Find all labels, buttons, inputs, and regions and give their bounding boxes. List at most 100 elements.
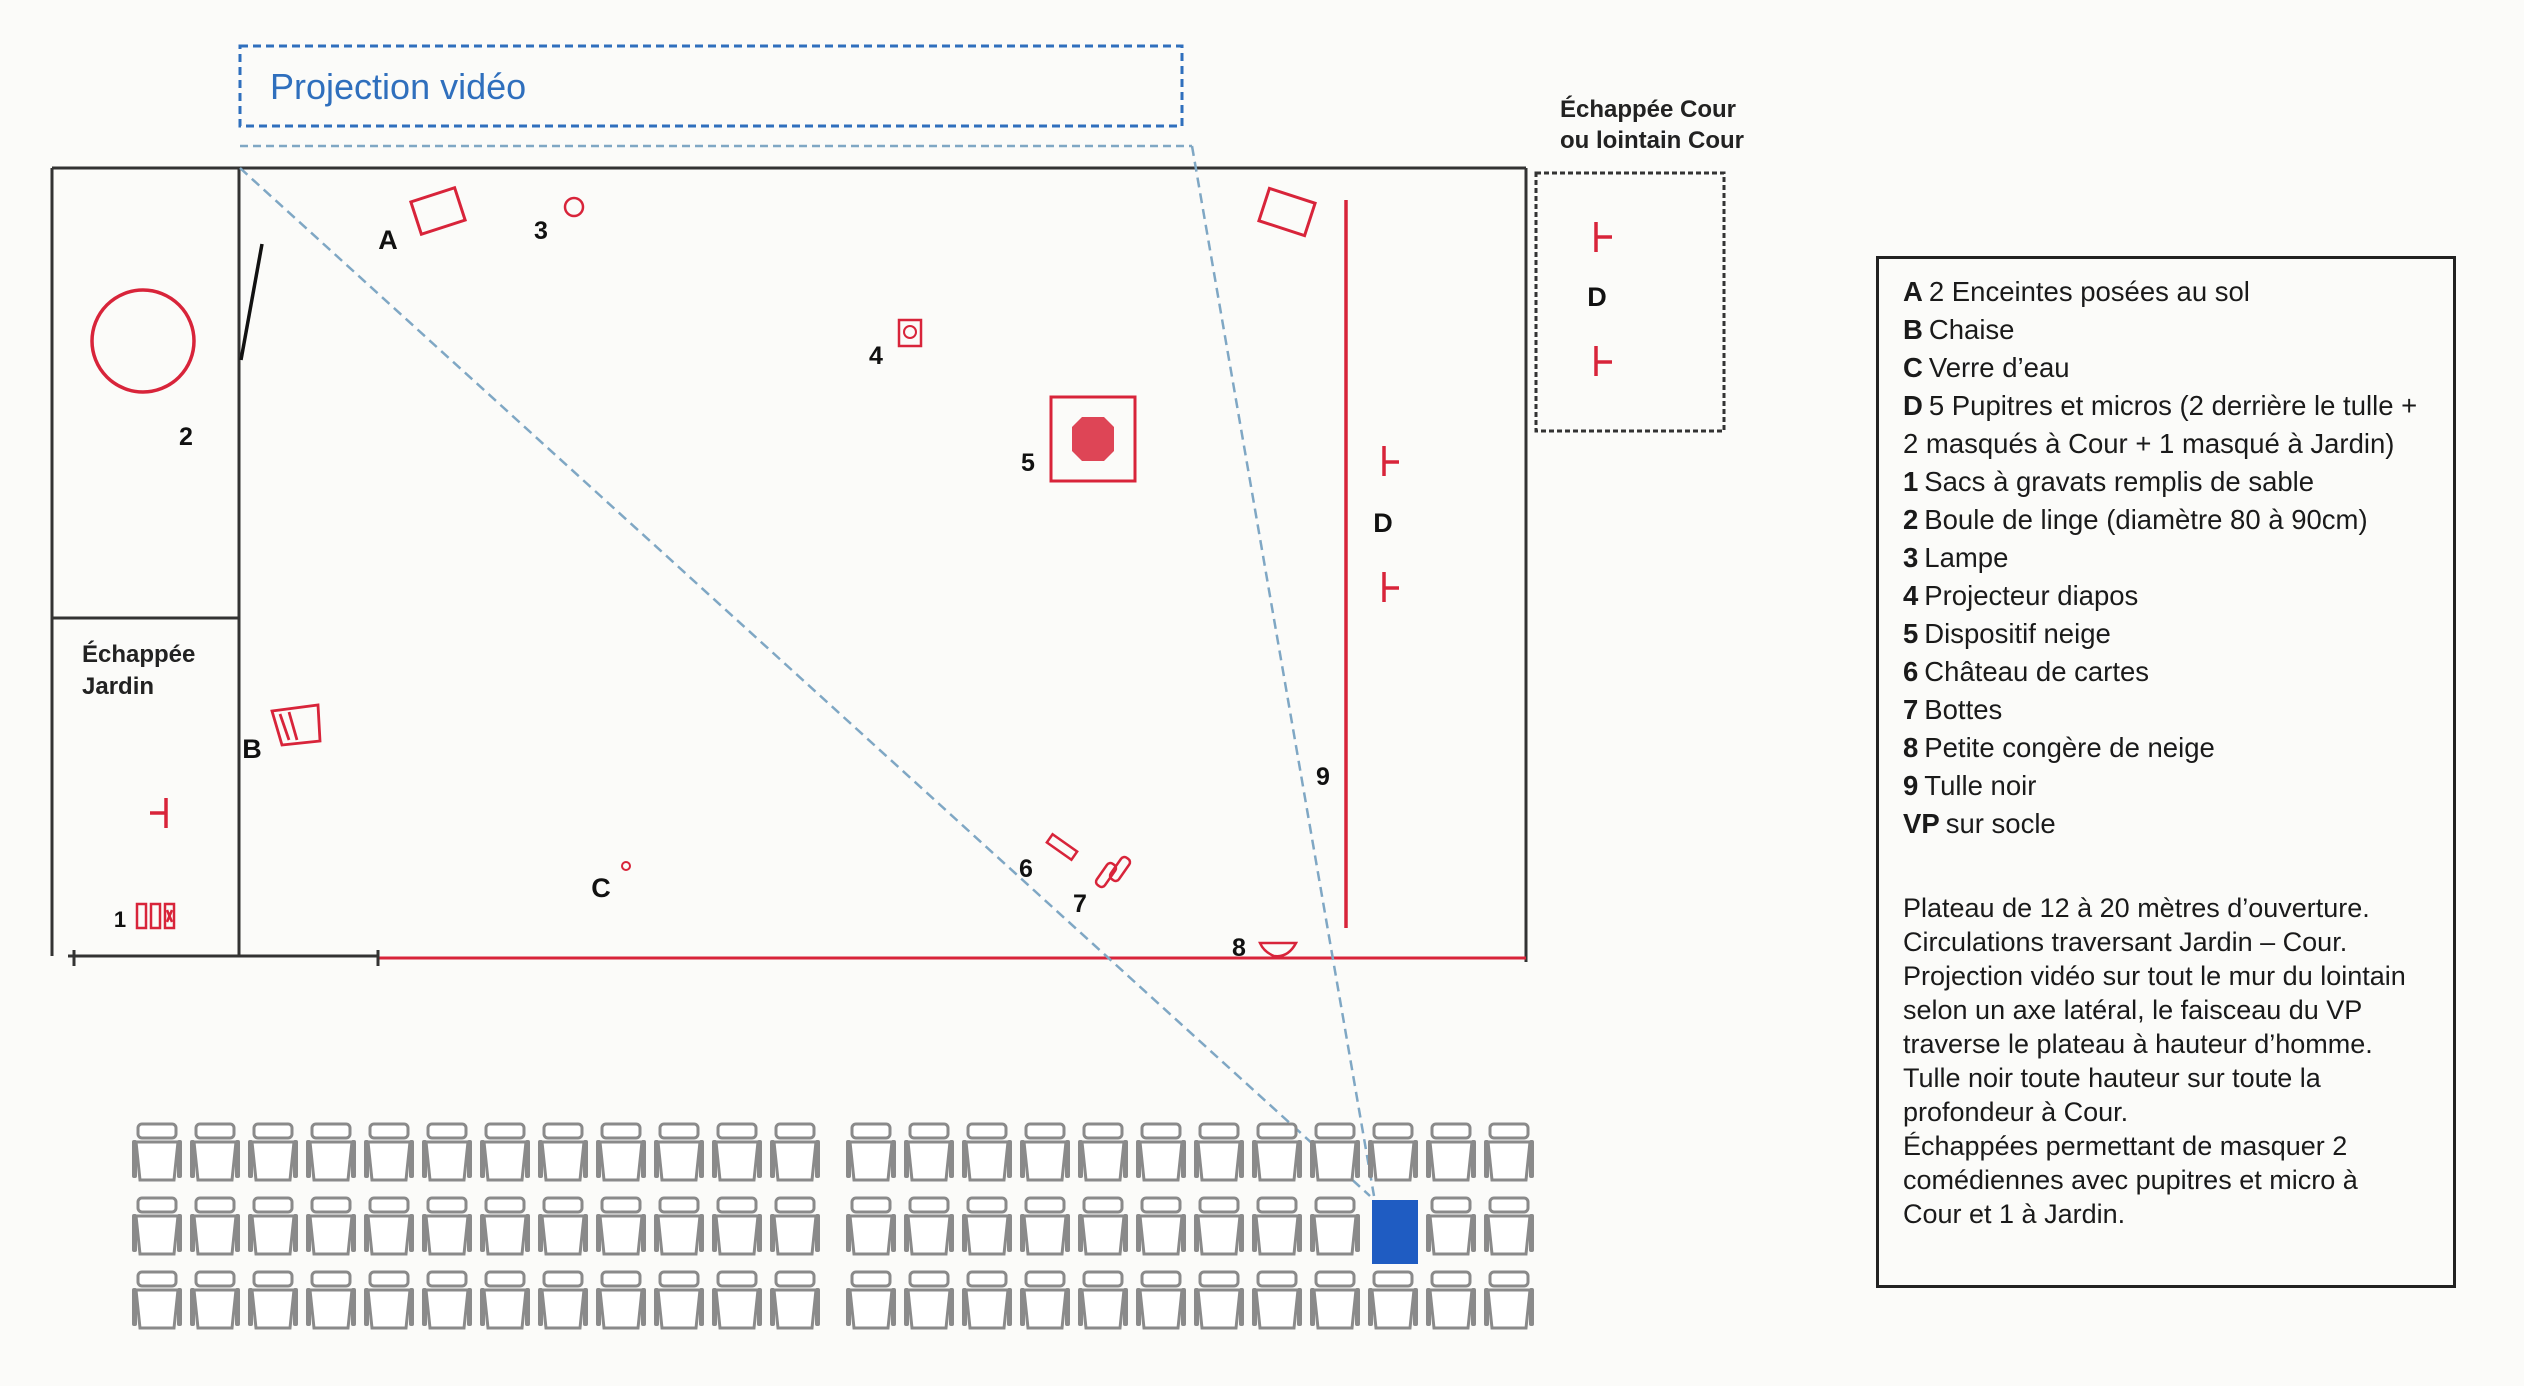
legend-item: 2 masqués à Cour + 1 masqué à Jardin) bbox=[1903, 425, 2429, 463]
audience-seat bbox=[1368, 1122, 1418, 1182]
audience-seat bbox=[904, 1196, 954, 1256]
prop-slide-projector-lens bbox=[903, 325, 917, 339]
prop-lamp bbox=[563, 196, 585, 218]
audience-seat bbox=[1136, 1196, 1186, 1256]
audience-seat bbox=[306, 1270, 356, 1330]
note-line: Projection vidéo sur tout le mur du loin… bbox=[1903, 961, 2406, 991]
legend-key: 2 bbox=[1903, 504, 1919, 535]
legend-key: 8 bbox=[1903, 732, 1919, 763]
audience-seat bbox=[770, 1270, 820, 1330]
marker-9: 9 bbox=[1316, 763, 1330, 791]
legend-key: B bbox=[1903, 314, 1923, 345]
vp-beam-right bbox=[1190, 145, 1376, 1197]
audience-seat bbox=[1426, 1196, 1476, 1256]
audience-seat bbox=[846, 1270, 896, 1330]
note-line: selon un axe latéral, le faisceau du VP bbox=[1903, 995, 2363, 1025]
note-line: traverse le plateau à hauteur d’homme. bbox=[1903, 1029, 2373, 1059]
audience-seat bbox=[1484, 1270, 1534, 1330]
audience-seat bbox=[132, 1270, 182, 1330]
legend-key: 9 bbox=[1903, 770, 1919, 801]
marker-2: 2 bbox=[179, 423, 193, 451]
marker-4: 4 bbox=[869, 342, 883, 370]
legend-text: Bottes bbox=[1924, 694, 2003, 725]
marker-3: 3 bbox=[534, 217, 548, 245]
audience-seating bbox=[132, 1122, 1534, 1330]
legend-key: D bbox=[1903, 390, 1923, 421]
marker-6: 6 bbox=[1019, 855, 1033, 883]
audience-seat bbox=[364, 1196, 414, 1256]
legend-key: 4 bbox=[1903, 580, 1919, 611]
legend-text: Lampe bbox=[1924, 542, 2009, 573]
audience-seat bbox=[770, 1196, 820, 1256]
echappee-cour-label-1: Échappée Cour bbox=[1560, 95, 1736, 123]
legend-text: Tulle noir bbox=[1924, 770, 2037, 801]
marker-7: 7 bbox=[1073, 890, 1087, 918]
audience-seat bbox=[1310, 1122, 1360, 1182]
legend-text: 5 Pupitres et micros (2 derrière le tull… bbox=[1928, 390, 2418, 421]
audience-seat bbox=[962, 1196, 1012, 1256]
audience-seat bbox=[962, 1122, 1012, 1182]
legend-text: 2 masqués à Cour + 1 masqué à Jardin) bbox=[1903, 428, 2395, 459]
audience-seat bbox=[422, 1196, 472, 1256]
legend-key: VP bbox=[1903, 808, 1940, 839]
audience-seat bbox=[1426, 1270, 1476, 1330]
echappee-jardin-label-2: Jardin bbox=[82, 673, 154, 700]
prop-snow-device bbox=[1049, 395, 1137, 483]
audience-seat bbox=[1426, 1122, 1476, 1182]
marker-8: 8 bbox=[1232, 934, 1246, 962]
note-line: Plateau de 12 à 20 mètres d’ouverture. bbox=[1903, 893, 2370, 923]
audience-seat bbox=[1194, 1270, 1244, 1330]
audience-seat bbox=[1020, 1270, 1070, 1330]
marker-1: 1 bbox=[114, 907, 126, 932]
echappee-jardin-label-1: Échappée bbox=[82, 640, 195, 668]
legend-key: 6 bbox=[1903, 656, 1919, 687]
video-projector bbox=[1372, 1200, 1418, 1264]
audience-seat bbox=[248, 1270, 298, 1330]
audience-seat bbox=[248, 1122, 298, 1182]
note-line: profondeur à Cour. bbox=[1903, 1097, 2129, 1127]
audience-seat bbox=[306, 1196, 356, 1256]
stand-d-stage-1 bbox=[1382, 446, 1399, 476]
audience-seat bbox=[132, 1122, 182, 1182]
notes-block: Plateau de 12 à 20 mètres d’ouverture.Ci… bbox=[1903, 891, 2429, 1231]
audience-seat bbox=[364, 1122, 414, 1182]
echappee-cour-label-2: ou lointain Cour bbox=[1560, 127, 1744, 154]
legend-text: Chaise bbox=[1928, 314, 2015, 345]
audience-seat bbox=[712, 1196, 762, 1256]
marker-d-stage: D bbox=[1373, 508, 1393, 538]
audience-seat bbox=[480, 1196, 530, 1256]
legend-text: Verre d’eau bbox=[1928, 352, 2070, 383]
audience-seat bbox=[596, 1122, 646, 1182]
legend-text: Projecteur diapos bbox=[1924, 580, 2139, 611]
audience-seat bbox=[712, 1122, 762, 1182]
audience-seat bbox=[904, 1122, 954, 1182]
audience-seat bbox=[132, 1196, 182, 1256]
audience-seat bbox=[1136, 1270, 1186, 1330]
prop-snow-device-core bbox=[1072, 417, 1114, 461]
audience-seat bbox=[1484, 1196, 1534, 1256]
audience-seat bbox=[538, 1270, 588, 1330]
prop-chair bbox=[270, 703, 322, 747]
audience-seat bbox=[654, 1122, 704, 1182]
marker-5: 5 bbox=[1021, 449, 1035, 477]
audience-seat bbox=[770, 1122, 820, 1182]
note-line: Cour et 1 à Jardin. bbox=[1903, 1199, 2126, 1229]
audience-seat bbox=[1078, 1122, 1128, 1182]
audience-seat bbox=[190, 1196, 240, 1256]
audience-seat bbox=[1078, 1196, 1128, 1256]
legend-key: 1 bbox=[1903, 466, 1919, 497]
stand-d-stage-2 bbox=[1382, 572, 1399, 602]
audience-seat bbox=[422, 1122, 472, 1182]
stand-d-cour-1 bbox=[1594, 222, 1612, 252]
